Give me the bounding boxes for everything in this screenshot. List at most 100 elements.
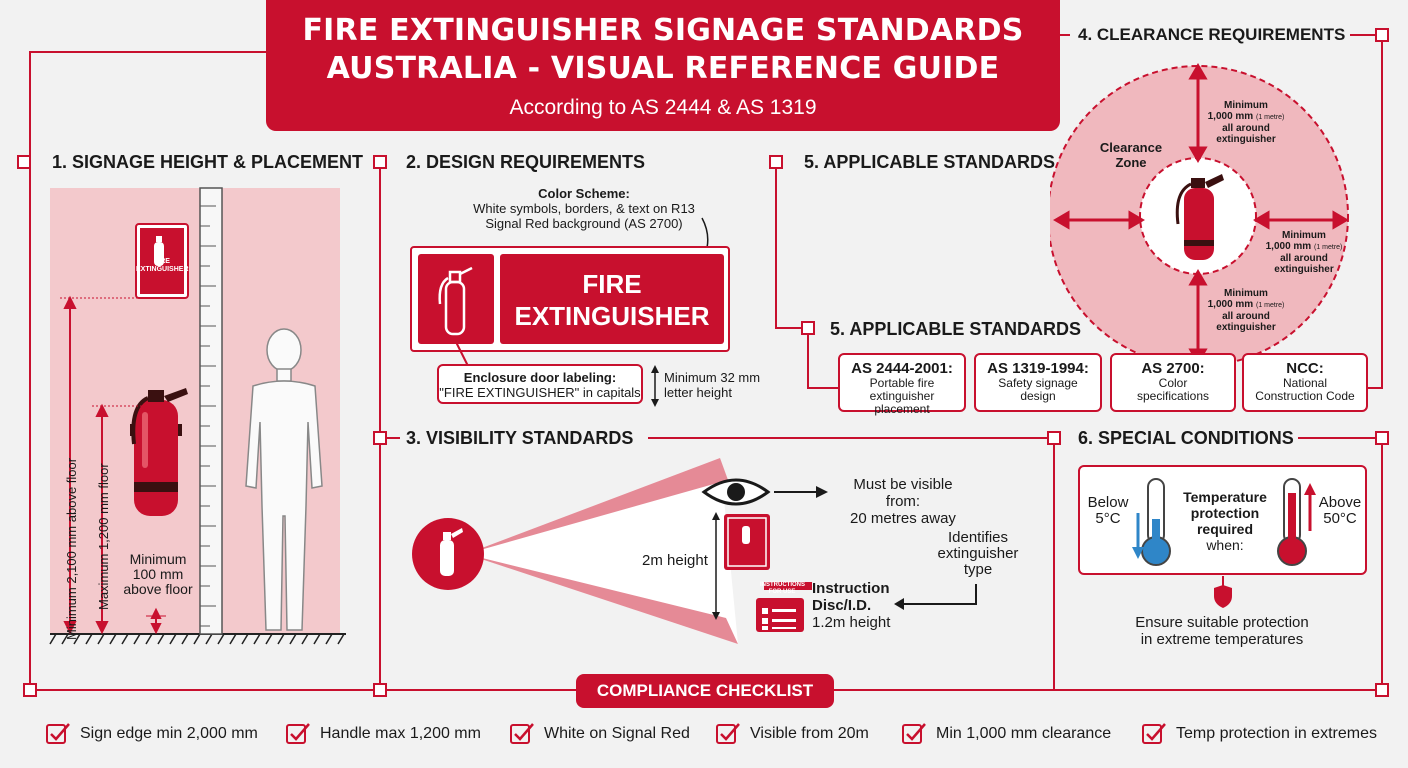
color-scheme-line-2: Signal Red background (AS 2700) [485,216,683,231]
enclosure-title: Enclosure door labeling: [463,370,617,385]
checkbox-checked-icon[interactable] [1140,720,1168,748]
checklist-item[interactable]: Sign edge min 2,000 mm [44,720,258,748]
thermometer-graphics [1132,478,1316,566]
temp-line-1: Temperature [1183,489,1267,505]
clearance-right-l3: all around [1280,253,1328,264]
letter-height-note: Minimum 32 mm letter height [664,370,760,400]
eye-icon [701,478,771,506]
disc-header-text: INSTRUCTIONS FOR USE [760,582,805,595]
standard-desc-1: Safety signage [998,376,1078,390]
letter-height-arrow [651,365,659,407]
sign-extinguisher-icon [418,254,494,344]
sign-text-line-1: FIRE [582,269,642,299]
identifies-line-2: extinguisher [937,545,1019,562]
placement-diagram [49,187,346,645]
identifies-note: Identifies extinguisher type [928,530,1028,578]
page-title: FIRE EXTINGUISHER SIGNAGE STANDARDS AUST… [266,12,1060,88]
clearance-right-l2b: (1 metre) [1313,244,1343,251]
standard-desc-1: National [1282,376,1328,390]
wall-extinguisher-icon [130,388,188,516]
min-2100-label: Minimum 2,100 mm above floor [64,457,79,640]
min-100-line-3: above floor [123,581,193,597]
temp-line-4: when: [1206,537,1244,553]
clearance-bottom-l1: Minimum [1224,288,1268,299]
instruction-line-3: 1.2m height [812,614,891,631]
temp-line-2: protection [1190,505,1260,521]
checkbox-checked-icon[interactable] [900,720,928,748]
clearance-top-note: Minimum 1,000 mm (1 metre) all around ex… [1204,100,1288,145]
visible-line-1: Must be visible from: [853,476,953,510]
ensure-protection-note: Ensure suitable protection in extreme te… [1110,614,1334,648]
visible-line-2: 20 metres away [850,510,956,527]
compliance-checklist-label: COMPLIANCE CHECKLIST [576,674,834,708]
checklist-item-label: White on Signal Red [544,725,690,743]
checkbox-checked-icon[interactable] [508,720,536,748]
section-3-heading: 3. VISIBILITY STANDARDS [406,428,634,448]
above-temp-note: Above 50°C [1314,495,1366,527]
title-banner: FIRE EXTINGUISHER SIGNAGE STANDARDS AUST… [266,0,1060,131]
clearance-bottom-l2b: (1 metre) [1255,302,1285,309]
min-100-line-1: Minimum [129,551,187,567]
section-5-heading-top: 5. APPLICABLE STANDARDS [804,152,1056,172]
letter-height-line-2: letter height [664,385,732,400]
hot-thermometer-icon [1277,478,1307,566]
standard-as2444: AS 2444-2001: Portable fire extinguisher… [838,353,966,416]
clearance-top-l2: 1,000 mm [1207,111,1254,122]
checklist-item[interactable]: Handle max 1,200 mm [284,720,481,748]
section-4-heading: 4. CLEARANCE REQUIREMENTS [1078,25,1346,44]
clearance-bottom-l2: 1,000 mm [1207,299,1254,310]
letter-height-line-1: Minimum 32 mm [664,370,761,385]
checklist-item[interactable]: Visible from 20m [714,720,869,748]
clearance-zone-label: Clearance Zone [1094,140,1168,170]
visible-distance-note: Must be visible from: 20 metres away [836,476,970,527]
checklist-item[interactable]: White on Signal Red [508,720,690,748]
standard-desc-1: Portable fire [869,376,935,390]
clearance-right-note: Minimum 1,000 mm (1 metre) all around ex… [1260,230,1348,275]
below-temp-note: Below 5°C [1082,495,1134,527]
min-100-label: Minimum 100 mm above floor [118,552,198,597]
checklist-item-label: Handle max 1,200 mm [320,725,481,743]
clearance-diagram [1050,63,1349,367]
min-100-line-2: 100 mm [132,566,184,582]
clearance-bottom-l3: all around [1222,311,1270,322]
standard-desc-1: Color [1158,376,1188,390]
instruction-line-1: Instruction [812,580,890,597]
standard-code: AS 2444-2001: [851,360,953,377]
instruction-disc-note: Instruction Disc/I.D. 1.2m height [812,580,890,631]
color-scheme-line-1: White symbols, borders, & text on R13 [473,201,695,216]
identifies-line-1: Identifies [947,529,1009,546]
standard-desc-2: extinguisher [869,389,935,403]
checklist-item[interactable]: Min 1,000 mm clearance [900,720,1111,748]
checklist-item[interactable]: Temp protection in extremes [1140,720,1377,748]
sign-text-line-2: EXTINGUISHER [514,301,710,331]
section-5-heading: 5. APPLICABLE STANDARDS [830,319,1082,339]
clearance-extinguisher-icon [1175,174,1224,260]
standard-desc-2: Construction Code [1255,389,1355,403]
below-line-1: Below [1087,494,1129,511]
checkbox-checked-icon[interactable] [714,720,742,748]
ensure-line-2: in extreme temperatures [1140,631,1304,648]
color-scheme-title: Color Scheme: [538,186,630,201]
clearance-right-l2: 1,000 mm [1265,241,1312,252]
standard-ncc: NCC: National Construction Code [1242,353,1368,412]
visibility-diagram [412,458,828,644]
checklist-item-label: Min 1,000 mm clearance [936,725,1112,743]
page-subtitle: According to AS 2444 & AS 1319 [509,96,817,119]
clearance-top-l1: Minimum [1224,100,1268,111]
checkbox-checked-icon[interactable] [284,720,312,748]
clearance-top-l4: extinguisher [1216,134,1276,145]
standard-code: AS 1319-1994: [987,360,1089,377]
zone-line-1: Clearance [1099,140,1163,155]
enclosure-callout: Enclosure door labeling: "FIRE EXTINGUIS… [437,364,643,404]
color-scheme-note: Color Scheme: White symbols, borders, & … [466,186,702,231]
clearance-top-l2b: (1 metre) [1255,114,1285,121]
max-1200-label: Maximum 1,200 mm floor [96,463,111,610]
below-line-2: 5°C [1095,510,1121,527]
clearance-bottom-note: Minimum 1,000 mm (1 metre) all around ex… [1204,288,1288,333]
small-sign-label: FIRE EXTINGUISHER [136,258,189,273]
section-6-heading: 6. SPECIAL CONDITIONS [1078,428,1294,448]
checkbox-checked-icon[interactable] [44,720,72,748]
section-1-heading: 1. SIGNAGE HEIGHT & PLACEMENT [52,152,364,172]
standard-as2700: AS 2700: Color specifications [1110,353,1236,412]
